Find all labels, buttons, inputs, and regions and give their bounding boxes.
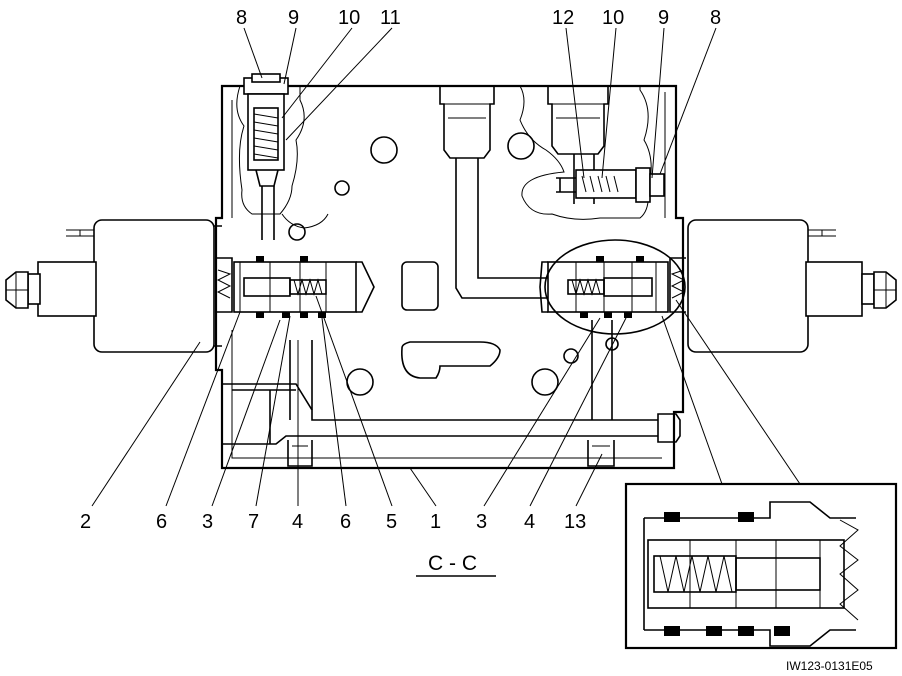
callout-label: 9	[288, 7, 299, 29]
left-spool-assembly	[216, 256, 375, 318]
callout-label: 9	[658, 7, 669, 29]
callout-label: 13	[564, 511, 586, 533]
left-solenoid	[5, 219, 222, 353]
callout-leaders	[91, 27, 717, 507]
callouts-bottom: 2 6 3 7 4 6 5 1 3 4 13	[80, 511, 586, 533]
callout-label: 2	[80, 511, 91, 533]
callout-label: 4	[292, 511, 303, 533]
callout-label: 3	[202, 511, 213, 533]
callout-label: 1	[430, 511, 441, 533]
left-relief-valve	[243, 73, 665, 240]
detail-inset	[624, 482, 898, 650]
drawing-code: IW123-0131E05	[786, 659, 873, 673]
callout-label: 4	[524, 511, 535, 533]
right-solenoid	[687, 219, 897, 353]
callouts-top-right: 12 10 9 8	[552, 7, 721, 29]
internal-passages	[401, 86, 609, 379]
detail-leader-lines	[661, 299, 801, 485]
callout-label: 5	[386, 511, 397, 533]
callout-label: 8	[710, 7, 721, 29]
callout-label: 7	[248, 511, 259, 533]
right-spool-assembly	[539, 239, 686, 335]
section-label: C - C	[428, 552, 477, 575]
callouts-top-left: 8 9 10 11	[236, 7, 401, 29]
callout-label: 10	[338, 7, 360, 29]
callout-label: 8	[236, 7, 247, 29]
callout-label: 6	[340, 511, 351, 533]
callout-label: 6	[156, 511, 167, 533]
callout-label: 12	[552, 7, 574, 29]
callout-label: 10	[602, 7, 624, 29]
callout-label: 3	[476, 511, 487, 533]
bottom-gallery	[222, 320, 681, 467]
callout-label: 11	[380, 7, 401, 29]
